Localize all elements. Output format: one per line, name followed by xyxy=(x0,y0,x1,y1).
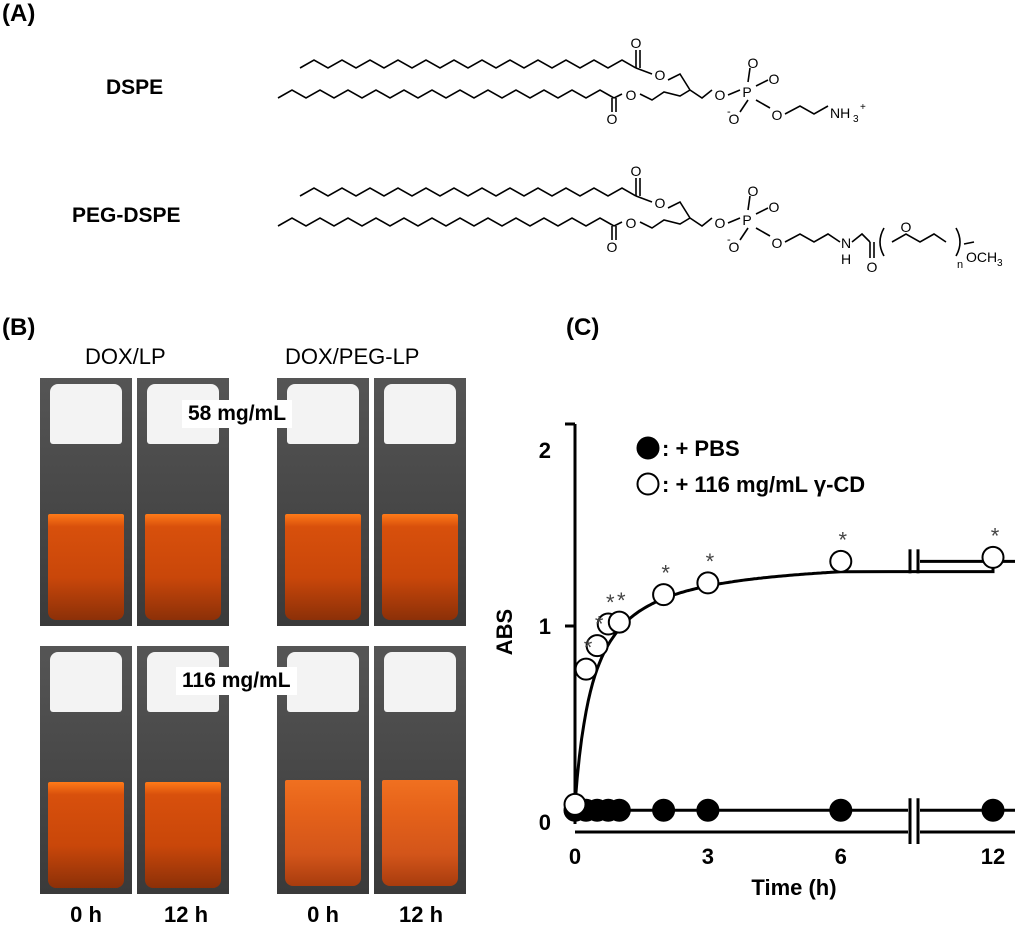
vial-photo-dox-peg-lp-0h-58 xyxy=(277,378,369,626)
significance-star: * xyxy=(706,549,715,574)
svg-text:O: O xyxy=(715,87,726,103)
vial-photo-dox-peg-lp-0h-116 xyxy=(277,646,369,894)
svg-text:3: 3 xyxy=(997,258,1003,269)
legend-marker-cd xyxy=(636,472,660,496)
cd-data-point xyxy=(585,634,609,658)
svg-text:O: O xyxy=(655,195,666,211)
cd-data-point xyxy=(696,571,720,595)
x-tick-label: 12 xyxy=(981,844,1005,869)
pbs-data-point xyxy=(607,798,631,822)
svg-text:O: O xyxy=(769,71,780,87)
dspe-acyl-chain-2 xyxy=(277,89,615,99)
cd-data-point xyxy=(652,583,676,607)
vial-photo-dox-lp-0h-58 xyxy=(40,378,132,626)
svg-text:O: O xyxy=(867,259,878,275)
group-label-dox-peg-lp: DOX/PEG-LP xyxy=(285,344,420,369)
vial-photo-grid xyxy=(40,378,466,896)
x-tick-label: 6 xyxy=(835,844,847,869)
svg-text:O: O xyxy=(901,219,912,235)
svg-text:O: O xyxy=(631,35,642,51)
svg-text:P: P xyxy=(742,84,751,100)
svg-text:O: O xyxy=(772,235,783,251)
significance-star: * xyxy=(595,612,604,637)
svg-text:O: O xyxy=(607,111,618,127)
legend-label-cd: : + 116 mg/mL γ-CD xyxy=(662,472,865,497)
vial-photo-dox-peg-lp-12h-116 xyxy=(374,646,466,894)
time-label-12h-lp: 12 h xyxy=(163,902,209,927)
vial-photo-dox-peg-lp-12h-58 xyxy=(374,378,466,626)
x-tick-label: 0 xyxy=(569,844,581,869)
svg-text:-: - xyxy=(727,106,731,118)
svg-text:O: O xyxy=(748,183,759,199)
dspe-label: DSPE xyxy=(106,76,164,99)
y-tick-label: 1 xyxy=(539,614,551,639)
cd-data-point xyxy=(607,610,631,634)
cd-data-point xyxy=(829,549,853,573)
svg-text:O: O xyxy=(715,215,726,231)
cd-data-point xyxy=(981,545,1005,569)
pbs-data-point xyxy=(652,798,676,822)
pbs-data-point xyxy=(981,798,1005,822)
y-tick-label: 2 xyxy=(539,438,551,463)
svg-text:H: H xyxy=(841,251,851,267)
svg-text:O: O xyxy=(607,239,618,255)
panel-label-a: (A) xyxy=(2,0,36,27)
y-tick-label: 0 xyxy=(539,810,551,835)
svg-text:O: O xyxy=(626,87,637,103)
time-label-0h-lp: 0 h xyxy=(70,902,102,927)
peg-dspe-acyl-chain-1 xyxy=(299,187,637,197)
svg-text:N: N xyxy=(841,235,851,251)
cd-data-point xyxy=(563,792,587,816)
concentration-label-58: 58 mg/mL xyxy=(182,400,293,428)
significance-star: * xyxy=(606,590,615,615)
svg-text:n: n xyxy=(957,259,963,271)
svg-text:O: O xyxy=(772,107,783,123)
pbs-data-point xyxy=(696,798,720,822)
x-axis-label: Time (h) xyxy=(751,875,836,900)
cd-data-point xyxy=(574,657,598,681)
svg-text:OCH: OCH xyxy=(966,249,997,265)
svg-text:-: - xyxy=(727,234,731,246)
svg-text:NH: NH xyxy=(830,105,850,121)
legend-label-pbs: : + PBS xyxy=(662,436,740,461)
significance-star: * xyxy=(584,635,593,660)
group-label-dox-lp: DOX/LP xyxy=(85,344,166,369)
concentration-label-116: 116 mg/mL xyxy=(176,667,297,695)
svg-text:3: 3 xyxy=(853,114,859,125)
time-label-12h-peg: 12 h xyxy=(398,902,444,927)
peg-dspe-label: PEG-DSPE xyxy=(72,204,181,227)
svg-text:P: P xyxy=(742,212,751,228)
significance-star: * xyxy=(661,561,670,586)
svg-text:O: O xyxy=(748,55,759,71)
panel-label-b: (B) xyxy=(2,314,36,341)
y-axis-label: ABS xyxy=(492,609,517,655)
svg-text:O: O xyxy=(729,111,740,127)
dspe-acyl-chain-1 xyxy=(299,59,637,69)
panel-label-c: (C) xyxy=(566,314,600,341)
time-label-0h-peg: 0 h xyxy=(307,902,339,927)
svg-text:O: O xyxy=(769,199,780,215)
vial-photo-dox-lp-0h-116 xyxy=(40,646,132,894)
svg-text:O: O xyxy=(729,239,740,255)
svg-text:O: O xyxy=(631,163,642,179)
svg-text:+: + xyxy=(860,102,866,113)
chemical-structures: O O O O O P O O O - O NH 3 + O O O O O P… xyxy=(277,35,1003,275)
x-tick-label: 3 xyxy=(702,844,714,869)
peg-dspe-acyl-chain-2 xyxy=(277,217,615,227)
svg-text:O: O xyxy=(655,67,666,83)
significance-star: * xyxy=(617,588,626,613)
pbs-data-point xyxy=(829,798,853,822)
svg-text:O: O xyxy=(626,215,637,231)
significance-star: * xyxy=(839,527,848,552)
cd-fit-curve xyxy=(573,567,995,805)
legend-marker-pbs xyxy=(636,436,660,460)
significance-star: * xyxy=(991,523,1000,548)
